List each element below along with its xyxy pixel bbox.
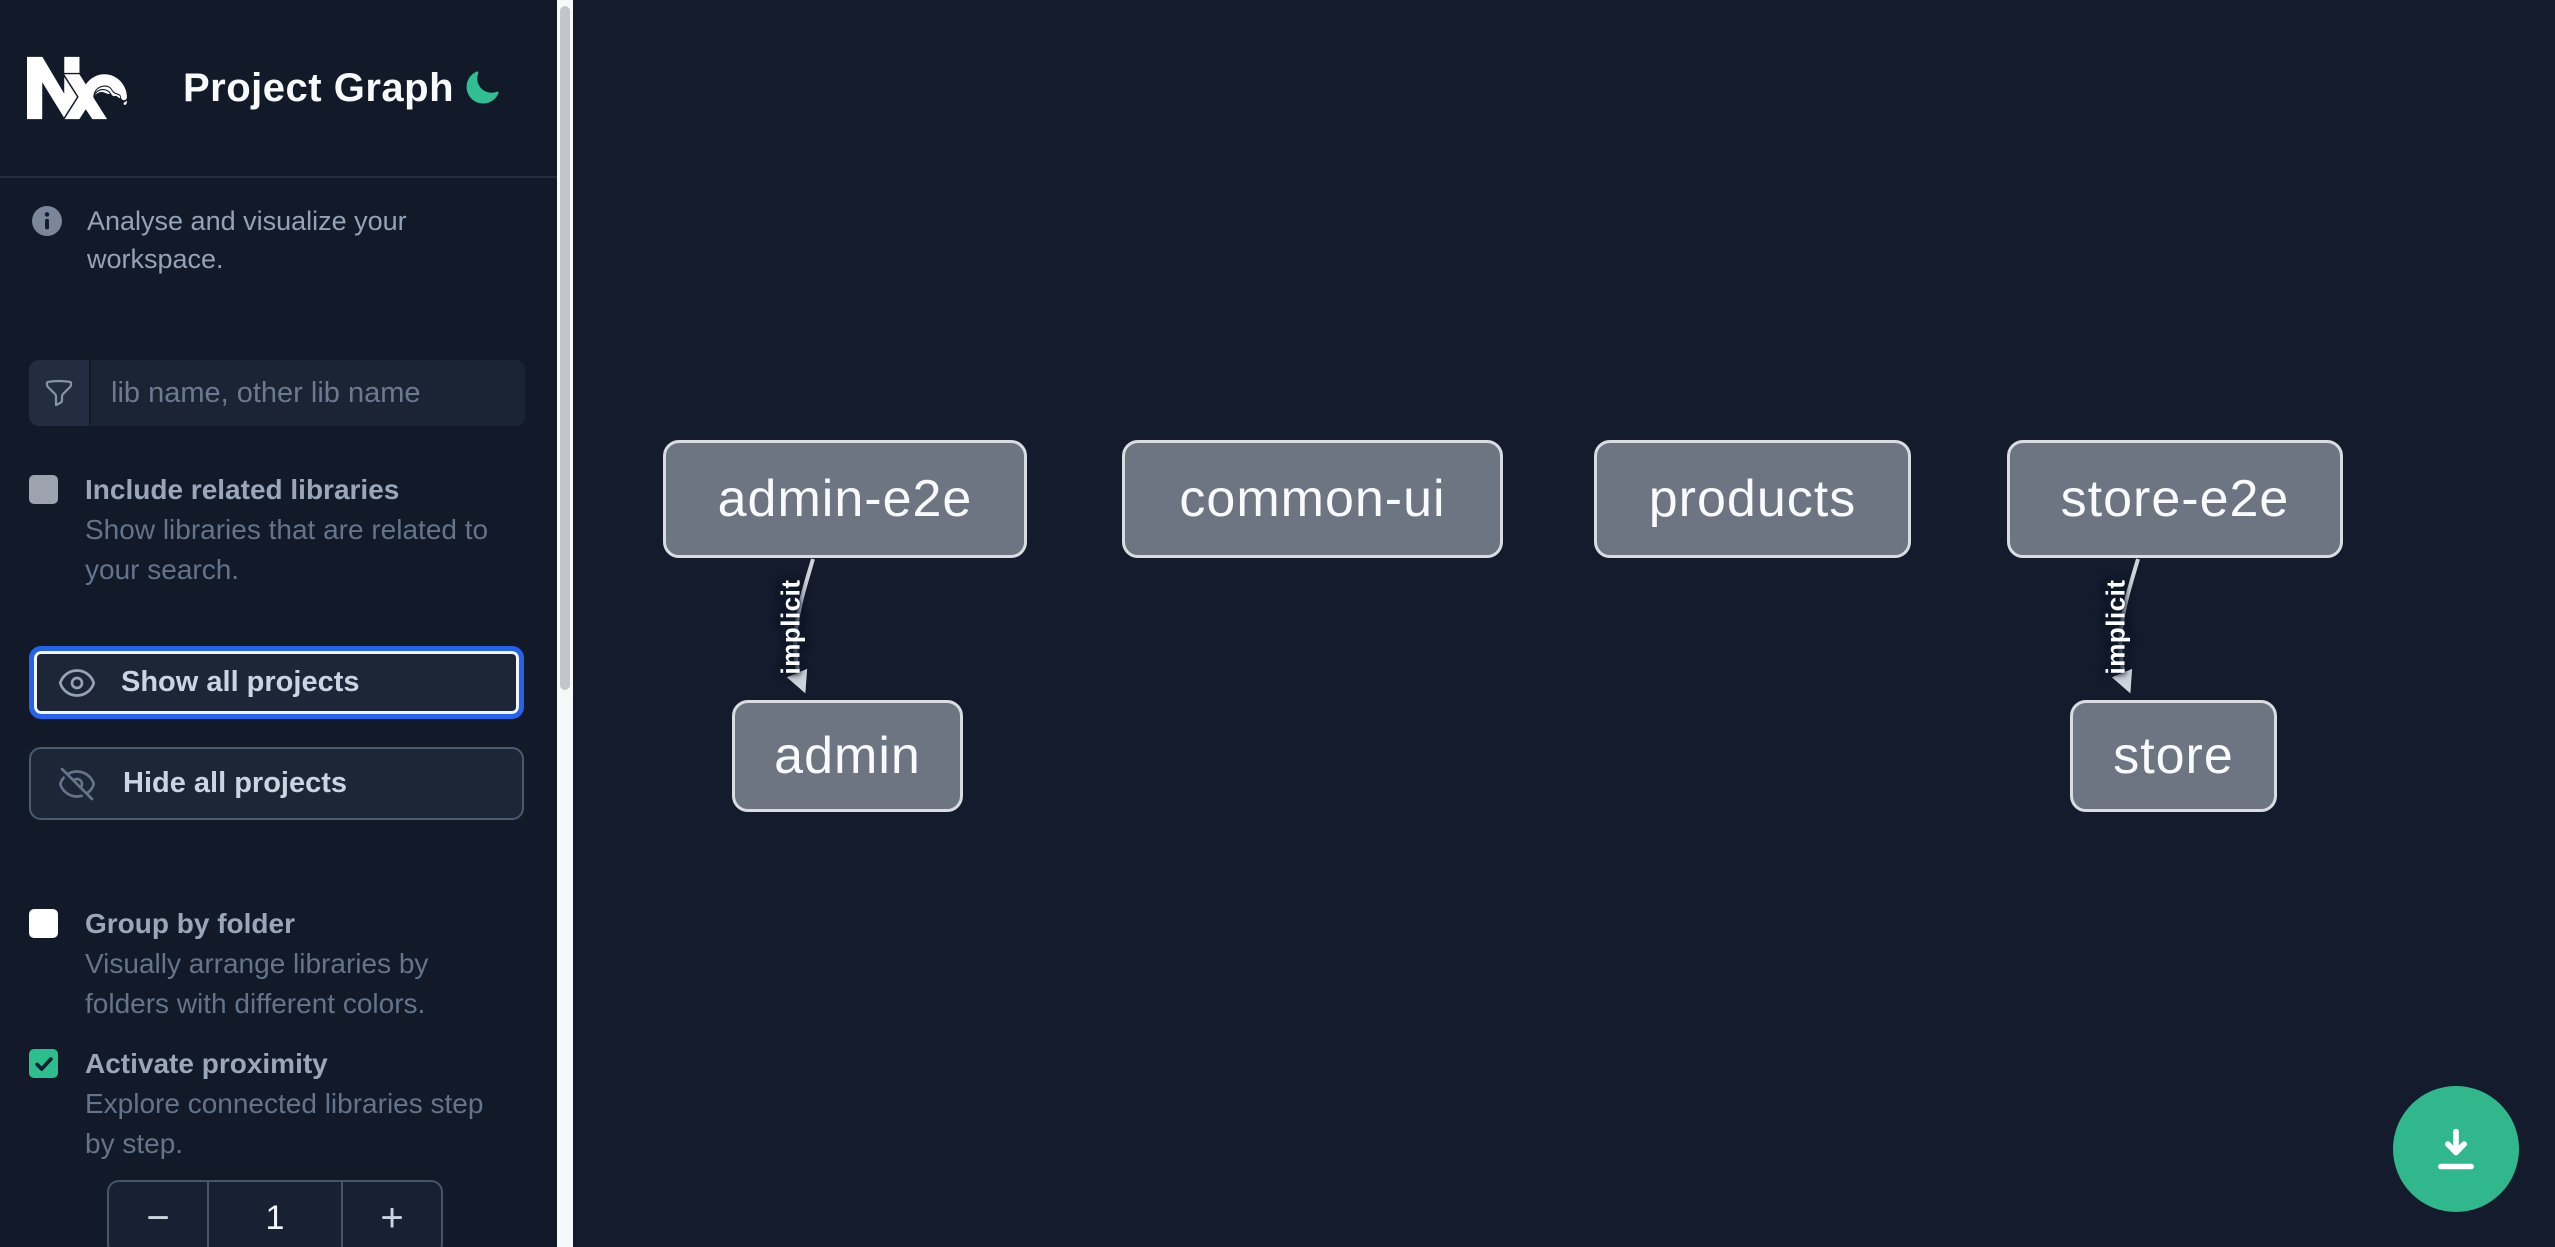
graph-node-admin-e2e[interactable]: admin-e2e (663, 440, 1027, 558)
graph-node-store-e2e[interactable]: store-e2e (2007, 440, 2343, 558)
activate-proximity-option: Activate proximity Explore connected lib… (29, 1044, 525, 1164)
filter-box (29, 360, 525, 426)
stepper-value: 1 (207, 1182, 343, 1247)
sidebar-content: Analyse and visualize your workspace. In… (0, 178, 557, 1247)
show-all-projects-button[interactable]: Show all projects (29, 646, 524, 719)
group-by-folder-option: Group by folder Visually arrange librari… (29, 904, 525, 1024)
info-icon (32, 206, 62, 236)
workspace-info-text: Analyse and visualize your workspace. (87, 206, 407, 274)
graph-edge-admin-e2e-admin[interactable] (786, 558, 815, 694)
filter-input[interactable] (91, 360, 525, 426)
scrollbar-thumb[interactable] (560, 6, 570, 690)
page-title: Project Graph (183, 65, 455, 110)
group-by-folder-checkbox[interactable] (29, 909, 58, 938)
download-icon (2438, 1128, 2474, 1170)
include-related-libraries-checkbox[interactable] (29, 475, 58, 504)
show-all-projects-label: Show all projects (121, 666, 360, 698)
checkbox-label: Activate proximity (85, 1048, 328, 1079)
decrement-button[interactable]: − (109, 1182, 207, 1247)
graph-edges (786, 558, 2140, 694)
graph-node-admin[interactable]: admin (732, 700, 963, 812)
moon-icon (466, 71, 499, 104)
increment-button[interactable]: + (343, 1182, 441, 1247)
hide-all-projects-button[interactable]: Hide all projects (29, 747, 524, 820)
graph-node-products[interactable]: products (1594, 440, 1911, 558)
graph-node-common-ui[interactable]: common-ui (1122, 440, 1503, 558)
proximity-depth-stepper: − 1 + (107, 1180, 443, 1247)
checkbox-description: Explore connected libraries step by step… (85, 1088, 484, 1159)
nx-logo-icon (27, 56, 127, 120)
sidebar-header: Project Graph (0, 0, 557, 178)
eye-icon (58, 668, 96, 697)
funnel-icon (29, 360, 91, 426)
download-graph-button[interactable] (2393, 1086, 2519, 1212)
sidebar: Project Graph Analyse and visualize your… (0, 0, 557, 1247)
eye-slash-icon (58, 767, 96, 800)
checkbox-description: Visually arrange libraries by folders wi… (85, 948, 429, 1019)
theme-toggle-button[interactable] (462, 68, 502, 108)
workspace-info: Analyse and visualize your workspace. (29, 202, 525, 278)
include-related-libraries-option: Include related libraries Show libraries… (29, 470, 525, 590)
graph-node-store[interactable]: store (2070, 700, 2277, 812)
checkmark-icon (34, 1056, 53, 1071)
sidebar-scrollbar[interactable] (557, 0, 573, 1247)
checkbox-label: Include related libraries (85, 474, 400, 505)
graph-edge-store-e2e-store[interactable] (2111, 558, 2140, 694)
activate-proximity-checkbox[interactable] (29, 1049, 58, 1078)
checkbox-description: Show libraries that are related to your … (85, 514, 489, 585)
checkbox-label: Group by folder (85, 908, 295, 939)
hide-all-projects-label: Hide all projects (123, 767, 348, 799)
graph-canvas[interactable]: admin-e2e common-ui products store-e2e admin… (573, 0, 2555, 1247)
